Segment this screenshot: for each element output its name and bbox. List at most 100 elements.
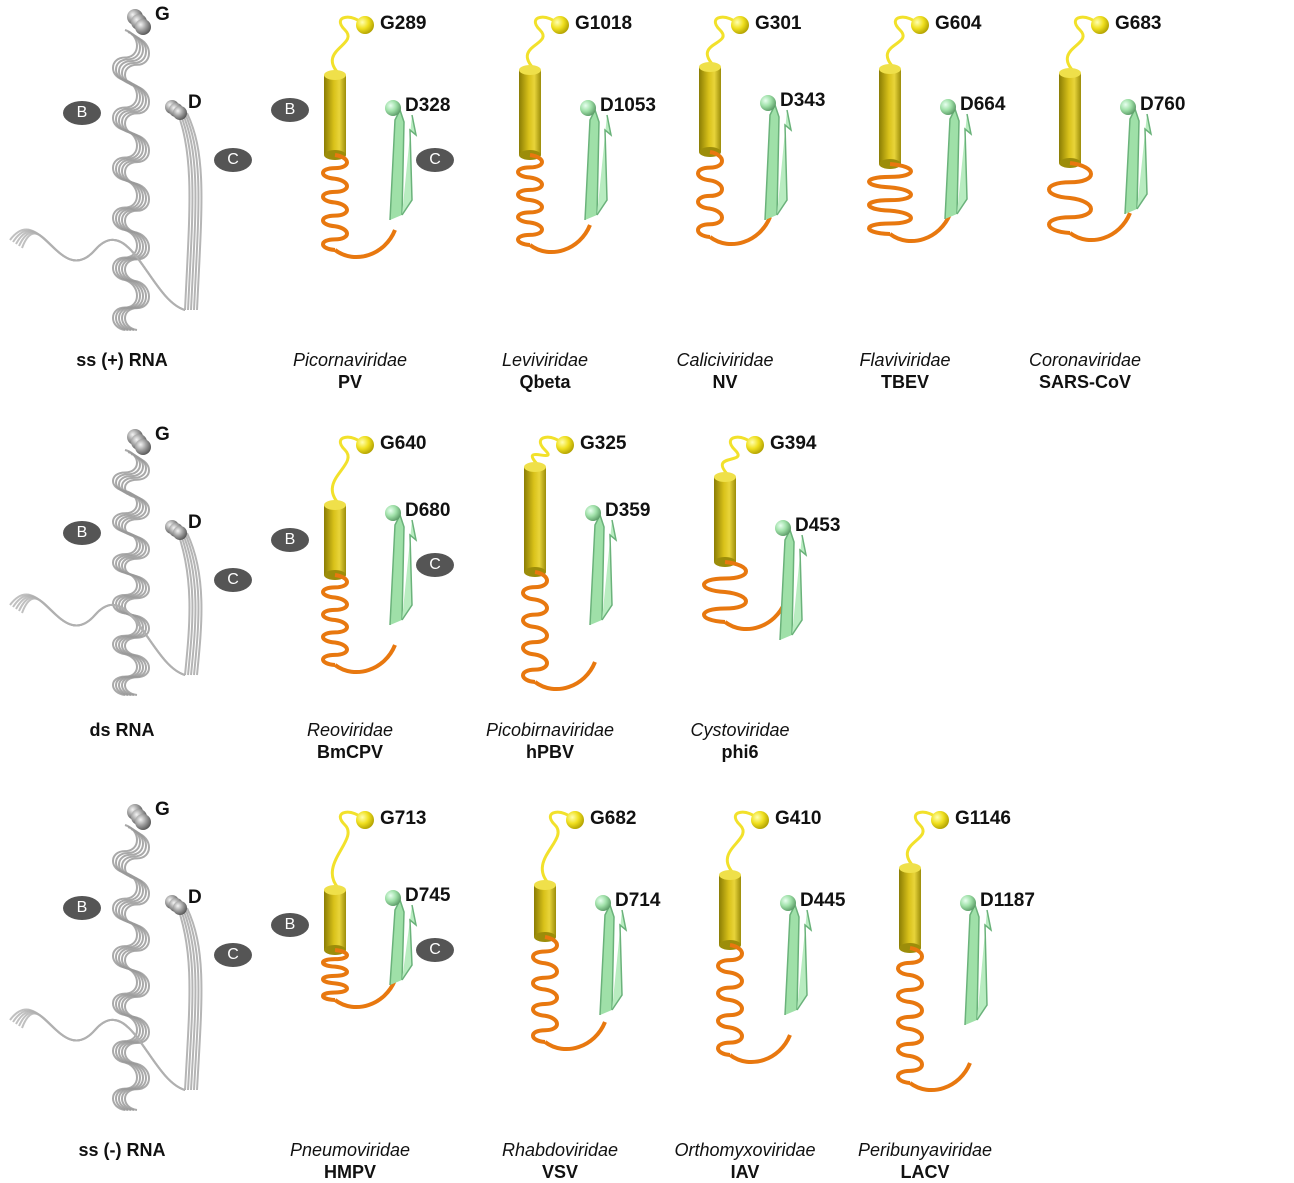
family-name: Caliciviridae	[676, 350, 774, 370]
structure-panel	[896, 810, 993, 1093]
virus-name: BmCPV	[316, 741, 383, 762]
linker-loop	[333, 979, 397, 1010]
linker-coil	[516, 153, 544, 247]
linker-loop	[528, 224, 592, 255]
d-residue-sphere	[173, 901, 187, 915]
g-label: G	[155, 799, 170, 820]
motif-c-strand	[601, 519, 618, 621]
linker-coil	[896, 946, 924, 1085]
motif-c-strand	[779, 528, 795, 641]
g-residue-sphere	[556, 436, 574, 454]
overlay-loop-trace	[21, 597, 186, 676]
overlay-strand-trace	[180, 108, 197, 311]
motif-b-loop	[331, 810, 365, 892]
motif-b-loop	[526, 15, 560, 72]
linker-coil	[696, 150, 724, 239]
motif-c-strand	[1136, 113, 1153, 210]
panel-caption: ds RNA	[32, 720, 212, 742]
motif-c-pill: C	[416, 938, 454, 962]
d-residue-label: D359	[605, 500, 651, 521]
linker-coil	[321, 948, 349, 1002]
helix-cap	[524, 462, 546, 472]
g-residue-label: G640	[380, 433, 427, 454]
family-name: Pneumoviridae	[289, 1140, 411, 1160]
family-name: Peribunyaviridae	[857, 1140, 993, 1160]
d-residue-sphere	[385, 505, 401, 521]
motif-c-strand	[401, 114, 418, 216]
d-label: D	[188, 887, 202, 908]
overlay-strand-trace	[183, 905, 200, 1091]
d-residue-label: D745	[405, 885, 451, 906]
overlay-loop-trace	[15, 230, 186, 311]
overlay-helix-trace	[124, 832, 150, 1111]
linker-coil	[521, 570, 549, 684]
overlay-strand-trace	[180, 528, 197, 676]
helix-cap	[324, 885, 346, 895]
g-residue-sphere	[911, 16, 929, 34]
g-label: G	[155, 4, 170, 25]
motif-b-helix	[1059, 73, 1081, 163]
motif-b-loop	[331, 435, 365, 507]
overlay-strand-trace	[177, 106, 194, 311]
motif-b-helix	[324, 505, 346, 575]
motif-c-strand	[596, 114, 613, 216]
motif-c-strand	[389, 898, 405, 986]
d-residue-label: D760	[1140, 94, 1186, 115]
linker-coil	[321, 573, 349, 667]
virus-name: PV	[337, 371, 362, 392]
motif-c-pill: C	[416, 553, 454, 577]
motif-b-loop	[726, 810, 760, 877]
motif-c-pill: C	[416, 148, 454, 172]
virus-name: LACV	[900, 1161, 950, 1182]
g-residue-sphere	[751, 811, 769, 829]
g-residue-label: G713	[380, 808, 427, 829]
g-residue-label: G325	[580, 433, 627, 454]
d-residue-label: D445	[800, 890, 846, 911]
helix-cap	[324, 500, 346, 510]
overlay-loop-trace	[9, 593, 186, 676]
g-residue-sphere	[135, 814, 151, 830]
virus-name: IAV	[730, 1161, 760, 1182]
motif-b-pill: B	[63, 521, 101, 545]
rna-class: ds RNA	[89, 720, 155, 740]
g-residue-label: G683	[1115, 13, 1162, 34]
motif-b-helix	[534, 885, 556, 937]
motif-b-loop	[541, 810, 575, 887]
motif-b-loop	[721, 435, 755, 479]
superposition-overlay	[9, 804, 203, 1111]
g-residue-sphere	[356, 16, 374, 34]
d-residue-sphere	[385, 100, 401, 116]
d-residue-label: D664	[960, 94, 1006, 115]
g-residue-label: G1146	[955, 808, 1011, 829]
motif-c-strand	[776, 109, 793, 216]
helix-cap	[699, 62, 721, 72]
helix-cap	[879, 64, 901, 74]
motif-c-strand	[611, 909, 628, 1011]
d-residue-sphere	[940, 99, 956, 115]
structure-panel	[531, 810, 628, 1052]
overlay-strand-trace	[186, 907, 203, 1091]
virus-name: hPBV	[525, 741, 574, 762]
overlay-helix-trace	[124, 37, 150, 331]
motif-c-strand	[944, 107, 960, 220]
g-residue-sphere	[551, 16, 569, 34]
virus-name: SARS-CoV	[1038, 371, 1131, 392]
structure-panel	[696, 15, 793, 247]
d-residue-sphere	[585, 505, 601, 521]
linker-loop	[333, 644, 397, 675]
panel-caption: ss (+) RNA	[32, 350, 212, 372]
g-residue-label: G289	[380, 13, 427, 34]
overlay-strand-trace	[186, 532, 203, 676]
d-residue-label: D343	[780, 90, 826, 111]
g-label: G	[155, 424, 170, 445]
structure-panel	[867, 15, 973, 244]
motif-b-loop	[531, 435, 565, 469]
motif-c-strand	[1124, 107, 1140, 215]
d-residue-sphere	[1120, 99, 1136, 115]
g-residue-label: G682	[590, 808, 637, 829]
